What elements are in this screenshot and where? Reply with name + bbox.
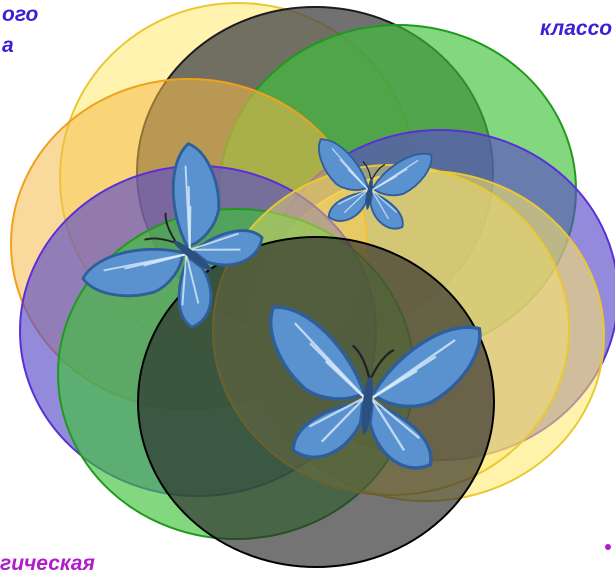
caption-top-right: классо bbox=[540, 17, 612, 41]
caption-top-left-line1: ого bbox=[2, 3, 38, 27]
bullet-dot bbox=[605, 544, 611, 550]
caption-bottom-left: гическая bbox=[0, 552, 95, 576]
caption-top-left-line2: а bbox=[2, 34, 14, 58]
